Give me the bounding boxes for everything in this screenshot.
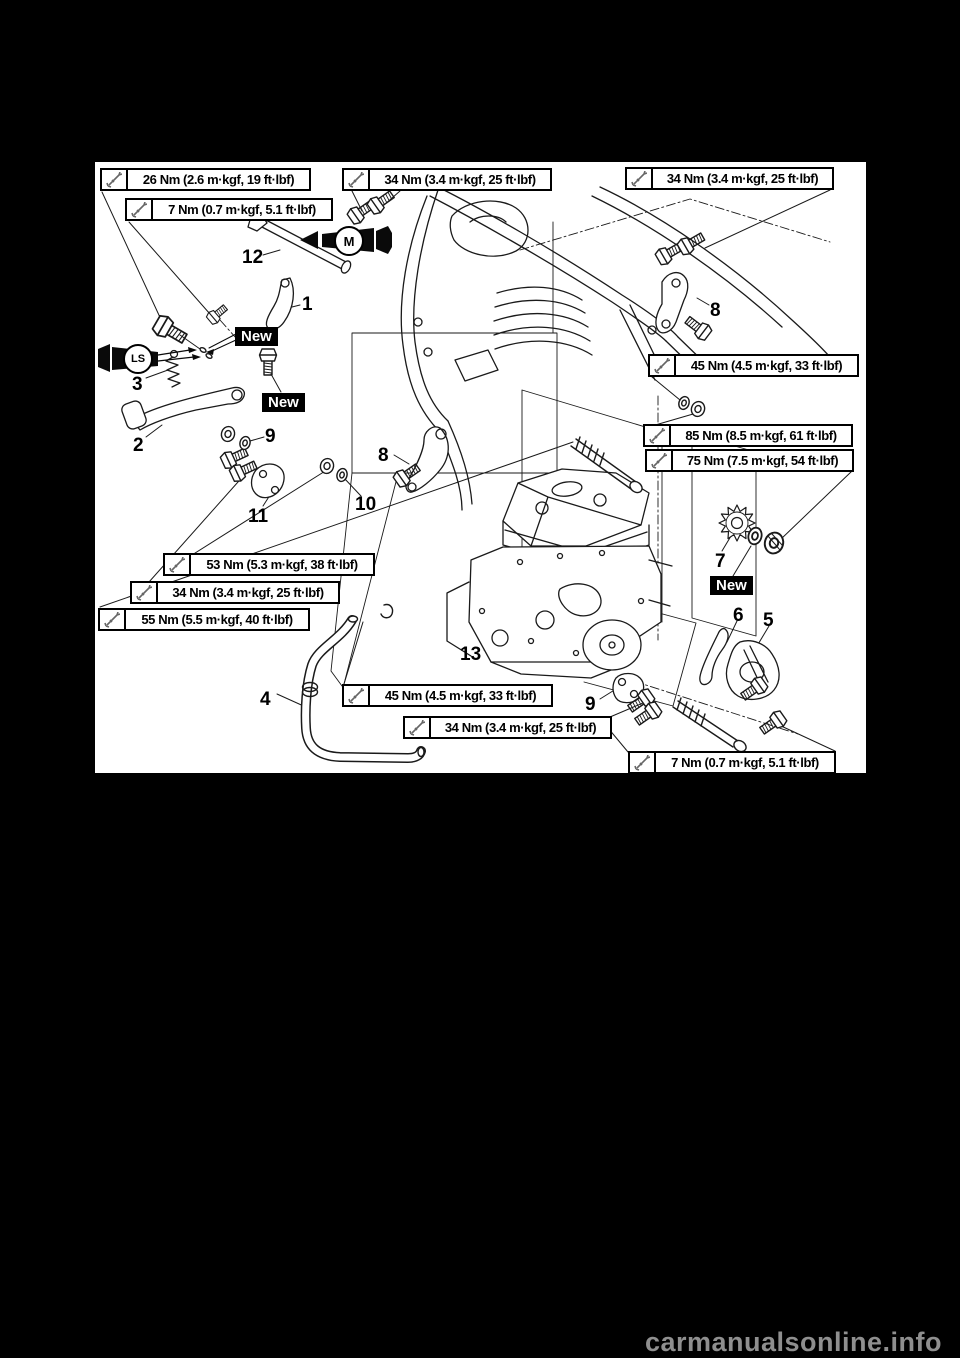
torque-value: 34 Nm (3.4 m·kgf, 25 ft·lbf)	[172, 585, 324, 600]
engine-bracket-8-middle	[405, 426, 449, 493]
manual-page: 26 Nm (2.6 m·kgf, 19 ft·lbf) 7 Nm (0.7 m…	[95, 162, 866, 774]
torque-value: 55 Nm (5.5 m·kgf, 40 ft·lbf)	[141, 612, 293, 627]
new-tag-arrows	[206, 333, 237, 355]
torque-value: 7 Nm (0.7 m·kgf, 5.1 ft·lbf)	[671, 755, 819, 770]
torque-wrench-icon	[165, 555, 191, 574]
engine-exploded-diagram	[98, 176, 853, 763]
torque-wrench-icon	[630, 753, 656, 772]
new-part-tag: New	[235, 327, 278, 346]
torque-callout: 7 Nm (0.7 m·kgf, 5.1 ft·lbf)	[125, 198, 333, 221]
drive-sprocket-7	[718, 504, 756, 542]
torque-value: 34 Nm (3.4 m·kgf, 25 ft·lbf)	[666, 171, 819, 186]
shift-arm-1	[265, 277, 295, 331]
engine-bracket-11	[250, 463, 285, 499]
part-number-6: 6	[733, 605, 744, 626]
torque-callout: 55 Nm (5.5 m·kgf, 40 ft·lbf)	[98, 608, 310, 631]
breather-hose-4	[300, 603, 426, 763]
torque-value: 26 Nm (2.6 m·kgf, 19 ft·lbf)	[142, 172, 295, 187]
part-number-10: 10	[355, 494, 377, 515]
part-number-13: 13	[460, 644, 482, 665]
part-number-5: 5	[763, 610, 774, 631]
watermark: carmanualsonline.info	[644, 1327, 942, 1357]
part-number-8-right: 8	[710, 300, 721, 321]
torque-callout: 34 Nm (3.4 m·kgf, 25 ft·lbf)	[625, 167, 834, 190]
part-number-9-bottom: 9	[585, 694, 596, 715]
torque-value: 45 Nm (4.5 m·kgf, 33 ft·lbf)	[384, 688, 537, 703]
shift-pedal-2	[121, 386, 246, 431]
part-number-7: 7	[715, 551, 726, 572]
part-number-1: 1	[302, 294, 313, 315]
torque-wrench-icon	[645, 426, 671, 445]
torque-callout: 34 Nm (3.4 m·kgf, 25 ft·lbf)	[342, 168, 552, 191]
part-number-11: 11	[248, 506, 269, 527]
torque-callout: 45 Nm (4.5 m·kgf, 33 ft·lbf)	[648, 354, 859, 377]
torque-callout: 7 Nm (0.7 m·kgf, 5.1 ft·lbf)	[628, 751, 836, 774]
new-part-tag: New	[710, 576, 753, 595]
torque-wrench-icon	[627, 169, 653, 188]
torque-wrench-icon	[100, 610, 126, 629]
torque-callout: 34 Nm (3.4 m·kgf, 25 ft·lbf)	[403, 716, 612, 739]
torque-wrench-icon	[344, 686, 370, 705]
part-number-12: 12	[242, 247, 264, 268]
torque-wrench-icon	[405, 718, 431, 737]
torque-wrench-icon	[344, 170, 370, 189]
torque-wrench-icon	[127, 200, 153, 219]
torque-value: 45 Nm (4.5 m·kgf, 33 ft·lbf)	[690, 358, 843, 373]
torque-callout: 45 Nm (4.5 m·kgf, 33 ft·lbf)	[342, 684, 553, 707]
spring-3	[165, 349, 181, 388]
torque-callout: 26 Nm (2.6 m·kgf, 19 ft·lbf)	[100, 168, 311, 191]
part-number-3: 3	[132, 374, 143, 395]
torque-callout: 75 Nm (7.5 m·kgf, 54 ft·lbf)	[645, 449, 854, 472]
torque-wrench-icon	[102, 170, 128, 189]
part-number-2: 2	[133, 435, 144, 456]
torque-value: 53 Nm (5.3 m·kgf, 38 ft·lbf)	[206, 557, 358, 572]
part-number-8-middle: 8	[378, 445, 389, 466]
chain-guide-6	[699, 627, 729, 686]
part-number-4: 4	[260, 689, 271, 710]
torque-value: 34 Nm (3.4 m·kgf, 25 ft·lbf)	[444, 720, 597, 735]
torque-value: 34 Nm (3.4 m·kgf, 25 ft·lbf)	[384, 172, 536, 187]
lithium-soap-grease-symbol: LS	[123, 344, 153, 374]
engine-assembly	[446, 468, 673, 679]
torque-wrench-icon	[132, 583, 158, 602]
torque-value: 75 Nm (7.5 m·kgf, 54 ft·lbf)	[686, 453, 839, 468]
molybdenum-grease-symbol: M	[334, 226, 364, 256]
torque-value: 7 Nm (0.7 m·kgf, 5.1 ft·lbf)	[168, 202, 316, 217]
torque-wrench-icon	[650, 356, 676, 375]
torque-callout: 34 Nm (3.4 m·kgf, 25 ft·lbf)	[130, 581, 340, 604]
torque-value: 85 Nm (8.5 m·kgf, 61 ft·lbf)	[685, 428, 837, 443]
bolts-and-fasteners	[150, 186, 789, 753]
engine-bracket-8-right	[655, 271, 689, 334]
torque-callout: 53 Nm (5.3 m·kgf, 38 ft·lbf)	[163, 553, 375, 576]
part-number-9-left: 9	[265, 426, 276, 447]
new-part-tag: New	[262, 393, 305, 412]
torque-callout: 85 Nm (8.5 m·kgf, 61 ft·lbf)	[643, 424, 853, 447]
torque-wrench-icon	[647, 451, 673, 470]
